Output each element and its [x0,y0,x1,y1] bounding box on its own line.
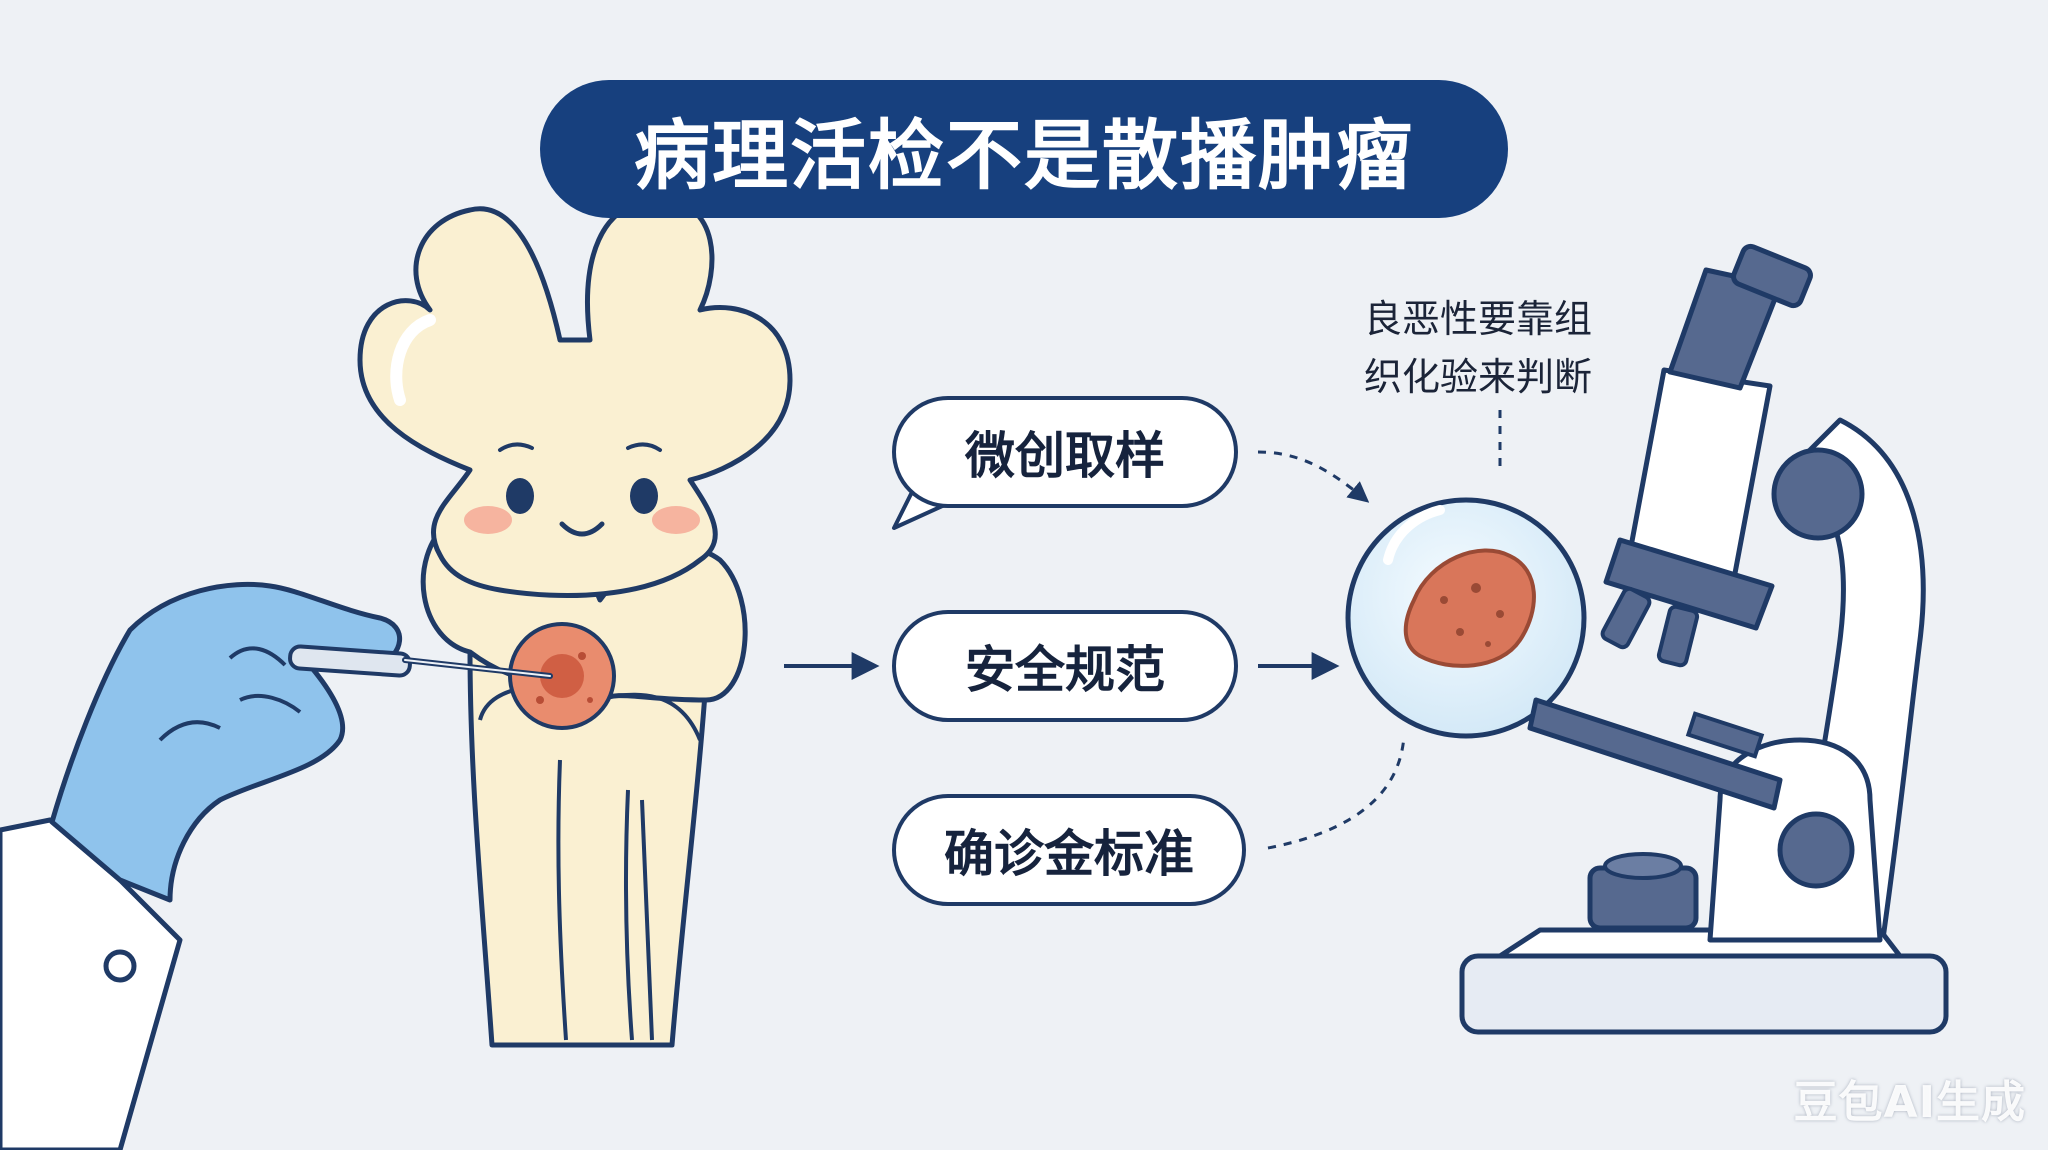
magnified-sample-icon [1345,497,1587,739]
flow-arrows [784,410,1502,850]
step-bubble-2: 安全规范 [892,610,1238,722]
dashed-line-bottom [1267,735,1406,850]
watermark: 豆包AI生成 [1793,1077,2026,1128]
microscope-icon [1459,243,1949,1035]
bone-right-eye [630,478,658,514]
step-bubble-1: 微创取样 [892,396,1238,508]
annotation-line-2: 织化验来判断 [1364,355,1593,399]
page-title: 病理活检不是散播肿瘤 [634,111,1414,200]
bone-left-eye [506,478,534,514]
gloved-hand-icon [0,581,553,1150]
tissue-sample [1403,548,1536,668]
step-label-1: 微创取样 [965,427,1165,485]
step-bubble-3: 确诊金标准 [892,794,1246,906]
biopsy-needle-icon [288,644,553,679]
step-label-3: 确诊金标准 [944,825,1194,883]
annotation-text: 良恶性要靠组 织化验来判断 [1364,290,1654,406]
annotation-line-1: 良恶性要靠组 [1364,297,1593,341]
step-label-2: 安全规范 [965,641,1165,699]
dashed-arrow-top [1257,450,1370,503]
title-banner: 病理活检不是散播肿瘤 [540,80,1508,218]
bone-character-icon [357,197,793,1048]
